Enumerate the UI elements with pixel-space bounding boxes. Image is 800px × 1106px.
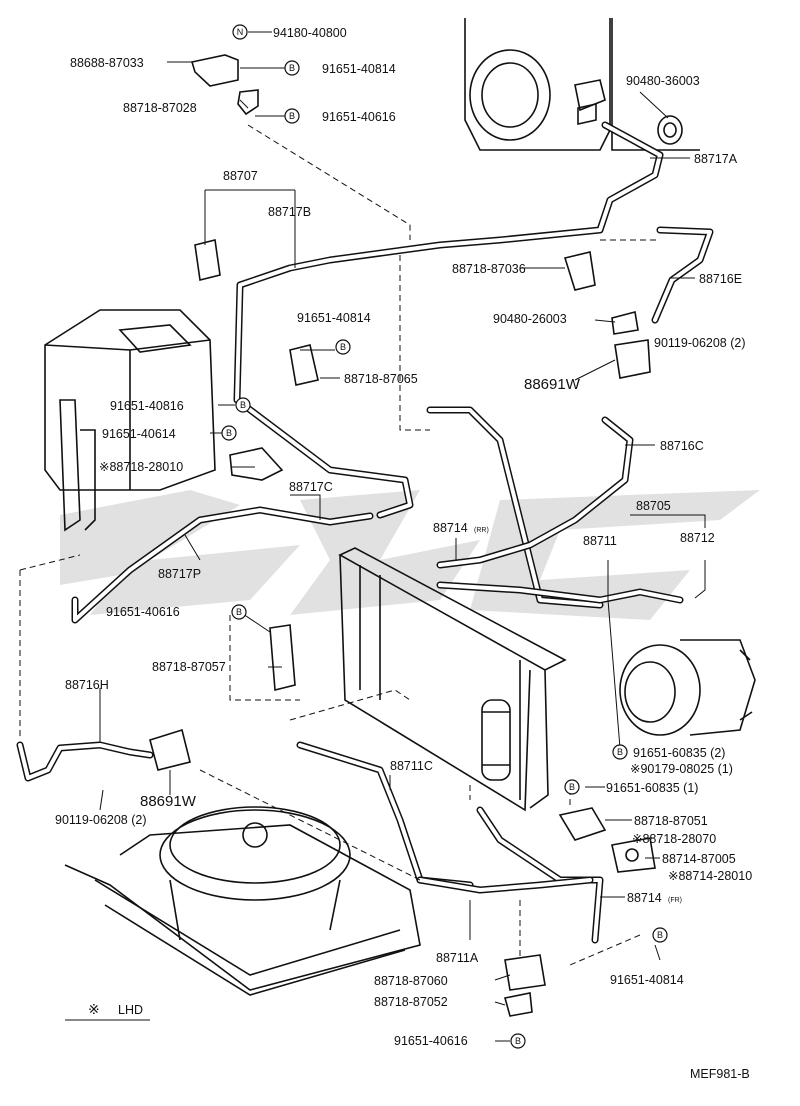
- part-label-88716c: 88716C: [660, 439, 704, 453]
- part-label-88718-28010: ※88718-28010: [99, 460, 183, 474]
- part-label-88718-87052: 88718-87052: [374, 995, 448, 1009]
- part-label-88705: 88705: [636, 499, 671, 513]
- part-label-90480-26003: 90480-26003: [493, 312, 567, 326]
- marker-letter: B: [226, 428, 232, 438]
- part-label-88714-rr: 88714 (RR): [433, 521, 489, 535]
- part-label-90119-06208-upper: 90119-06208 (2): [654, 336, 746, 350]
- marker-letter: B: [657, 930, 663, 940]
- part-label-88714-87005: 88714-87005: [662, 852, 736, 866]
- part-label-91651-40814-bottom: B 91651-40814: [610, 927, 684, 987]
- part-label-88717c: 88717C: [289, 480, 333, 494]
- part-label-88718-87036: 88718-87036: [452, 262, 526, 276]
- part-label-88717a: 88717A: [694, 152, 738, 166]
- part-label-90480-36003: 90480-36003: [626, 74, 700, 88]
- marker-circle-icon: [564, 779, 580, 795]
- part-label-88718-87051: 88718-87051: [634, 814, 708, 828]
- part-label-88691w-lower: 88691W: [140, 793, 197, 810]
- part-number: 88714: [433, 521, 468, 535]
- condenser-drawing: [338, 547, 567, 812]
- part-label-88707: 88707: [223, 169, 258, 183]
- compressor-drawing: [619, 639, 756, 736]
- marker-circle-icon: [284, 108, 300, 124]
- part-number: 88714: [627, 891, 662, 905]
- part-label-91651-40814-top: B 91651-40814: [284, 60, 396, 76]
- part-label-88718-87028: 88718-87028: [123, 101, 197, 115]
- part-label-88688-87033: 88688-87033: [70, 56, 144, 70]
- figure-code: MEF981-B: [690, 1067, 750, 1081]
- part-label-91651-40614: 91651-40614 B: [102, 425, 237, 441]
- part-label-94180-40800: N 94180-40800: [232, 24, 347, 40]
- refrigerant-lines: [16, 121, 714, 944]
- part-number: 91651-60835 (1): [606, 781, 698, 795]
- part-number: 91651-60835 (2): [633, 746, 725, 760]
- part-labels: N 94180-40800 88688-87033 B 91651-40814 …: [55, 24, 752, 1049]
- part-label-88711a: 88711A: [436, 951, 479, 965]
- part-number: 91651-40814: [610, 973, 684, 987]
- evaporator-unit-drawing: [464, 18, 700, 151]
- marker-circle-icon: [221, 425, 237, 441]
- part-suffix: (RR): [474, 527, 489, 534]
- marker-circle-icon: [232, 24, 248, 40]
- part-number: 88688-87033: [70, 56, 144, 70]
- part-label-91651-40616-mid: 91651-40616 B: [106, 604, 247, 620]
- part-label-88714-28010: ※88714-28010: [668, 869, 752, 883]
- part-number: 91651-40616: [106, 605, 180, 619]
- marker-letter: B: [240, 400, 246, 410]
- part-label-91651-40616-top: B 91651-40616: [284, 108, 396, 124]
- marker-letter: B: [236, 607, 242, 617]
- marker-circle-icon: [335, 339, 351, 355]
- part-number: 91651-40614: [102, 427, 176, 441]
- part-number: 94180-40800: [273, 26, 347, 40]
- bracket-drawings: [149, 54, 656, 1017]
- part-label-88711c: 88711C: [390, 759, 433, 773]
- part-suffix: (FR): [668, 897, 682, 904]
- part-number: 91651-40814: [322, 62, 396, 76]
- marker-letter: B: [515, 1036, 521, 1046]
- legend-symbol: ※: [88, 1001, 100, 1017]
- part-label-88718-87057: 88718-87057: [152, 660, 226, 674]
- part-label-88718-87060: 88718-87060: [374, 974, 448, 988]
- marker-circle-icon: [612, 744, 628, 760]
- heater-unit-drawing: [44, 309, 216, 532]
- part-label-88711: 88711: [583, 534, 617, 548]
- radiator-fan-drawing: [64, 806, 421, 996]
- marker-letter: B: [617, 747, 623, 757]
- part-label-91651-40816: 91651-40816 B: [110, 397, 251, 413]
- part-label-90179-08025: ※90179-08025 (1): [630, 762, 733, 776]
- part-label-88691w-upper: 88691W: [524, 376, 581, 393]
- legend-text: LHD: [118, 1003, 143, 1017]
- part-number: 88718-87028: [123, 101, 197, 115]
- marker-letter: B: [569, 782, 575, 792]
- part-number: 91651-40814: [297, 311, 371, 325]
- part-label-88712: 88712: [680, 531, 715, 545]
- part-label-91651-60835-2: B 91651-60835 (2): [612, 744, 725, 760]
- marker-letter: B: [340, 342, 346, 352]
- marker-letter: B: [289, 63, 295, 73]
- part-label-88714-fr: 88714 (FR): [627, 891, 682, 905]
- part-label-88717b: 88717B: [268, 205, 311, 219]
- marker-letter: N: [237, 27, 244, 37]
- part-label-88716e: 88716E: [699, 272, 742, 286]
- marker-circle-icon: [284, 60, 300, 76]
- dashed-guide-lines: [19, 124, 660, 966]
- part-number: 91651-40616: [322, 110, 396, 124]
- marker-letter: B: [289, 111, 295, 121]
- part-label-90119-06208-lower: 90119-06208 (2): [55, 813, 147, 827]
- part-number: 91651-40816: [110, 399, 184, 413]
- part-label-88716h: 88716H: [65, 678, 109, 692]
- part-label-91651-60835-1: B 91651-60835 (1): [564, 779, 698, 795]
- part-label-88718-28070: ※88718-28070: [632, 832, 716, 846]
- marker-circle-icon: [652, 927, 668, 943]
- marker-circle-icon: [231, 604, 247, 620]
- part-label-91651-40616-bottom: 91651-40616 B: [394, 1033, 526, 1049]
- part-label-88717p: 88717P: [158, 567, 201, 581]
- marker-circle-icon: [235, 397, 251, 413]
- part-number: 91651-40616: [394, 1034, 468, 1048]
- marker-circle-icon: [510, 1033, 526, 1049]
- legend: ※ LHD: [88, 1001, 143, 1017]
- part-label-88718-87065: 88718-87065: [344, 372, 418, 386]
- part-label-91651-40814-mid: 91651-40814 B: [297, 311, 371, 355]
